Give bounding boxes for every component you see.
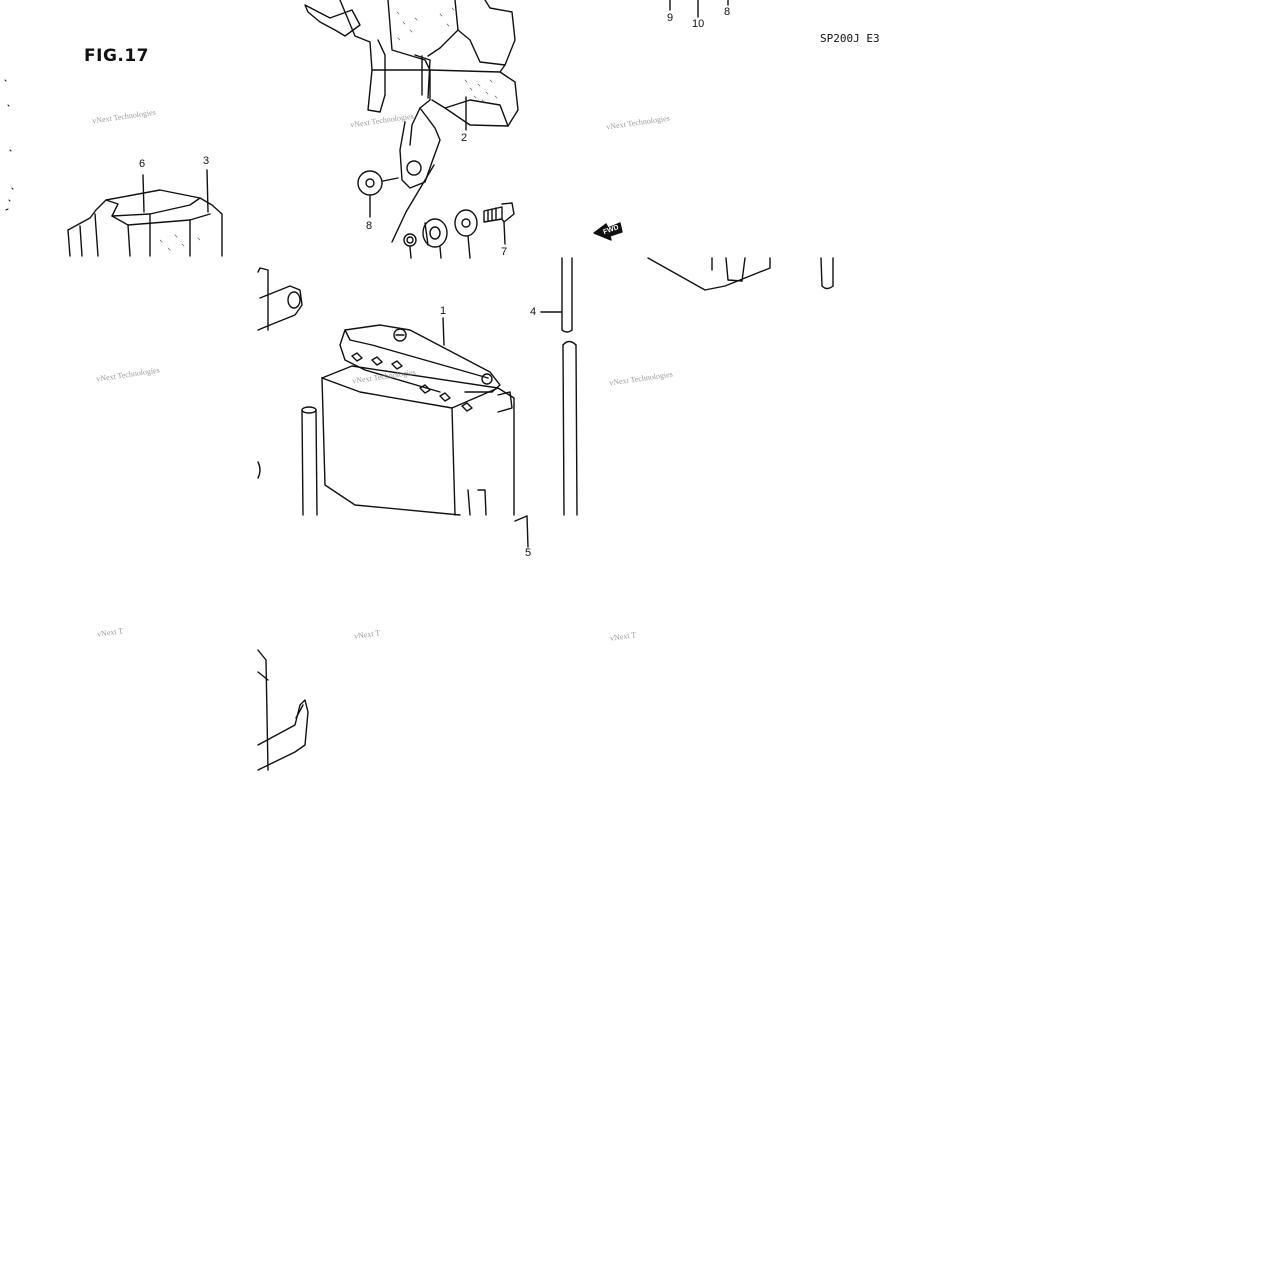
callout-4: 4	[530, 306, 537, 318]
callout-5: 5	[525, 547, 532, 559]
vent-tube	[514, 257, 578, 548]
callout-1: 1	[440, 305, 447, 317]
callout-6: 6	[139, 158, 146, 170]
fwd-label: FWD	[602, 224, 619, 236]
callout-9: 9	[667, 12, 674, 24]
top-right-partial-parts	[647, 0, 834, 291]
fastener-set	[357, 96, 515, 259]
figure-title: FIG.17	[84, 46, 150, 66]
callout-7: 7	[501, 246, 508, 258]
callout-3: 3	[203, 155, 210, 167]
callout-10: 10	[692, 18, 705, 30]
battery	[301, 317, 515, 516]
callout-2: 2	[461, 132, 468, 144]
fwd-arrow-icon	[593, 222, 623, 241]
mount-bracket	[257, 267, 303, 479]
model-code: SP200J E3	[820, 32, 880, 45]
lower-bracket	[257, 649, 309, 771]
battery-cover	[67, 169, 223, 257]
callout-8: 8	[724, 6, 731, 18]
battery-holder-tray	[304, 0, 519, 189]
callout-8: 8	[366, 220, 373, 232]
